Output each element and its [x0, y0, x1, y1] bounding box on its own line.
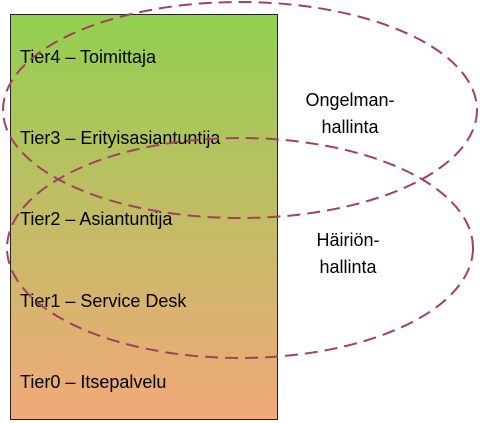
problem-management-line2: hallinta: [321, 117, 379, 137]
problem-management-line1: Ongelman-: [305, 90, 395, 110]
tier3-label: Tier3 – Erityisasiantuntija: [20, 128, 221, 148]
problem-management-label: Ongelman- hallinta: [290, 87, 410, 141]
tier2-label: Tier2 – Asiantuntija: [20, 209, 173, 229]
tier1-label: Tier1 – Service Desk: [20, 291, 187, 311]
incident-management-line2: hallinta: [319, 257, 377, 277]
incident-management-line1: Häiriön-: [316, 230, 380, 250]
tier4-label: Tier4 – Toimittaja: [20, 47, 157, 67]
incident-management-label: Häiriön- hallinta: [288, 227, 408, 281]
tier0-label: Tier0 – Itsepalvelu: [20, 372, 167, 392]
